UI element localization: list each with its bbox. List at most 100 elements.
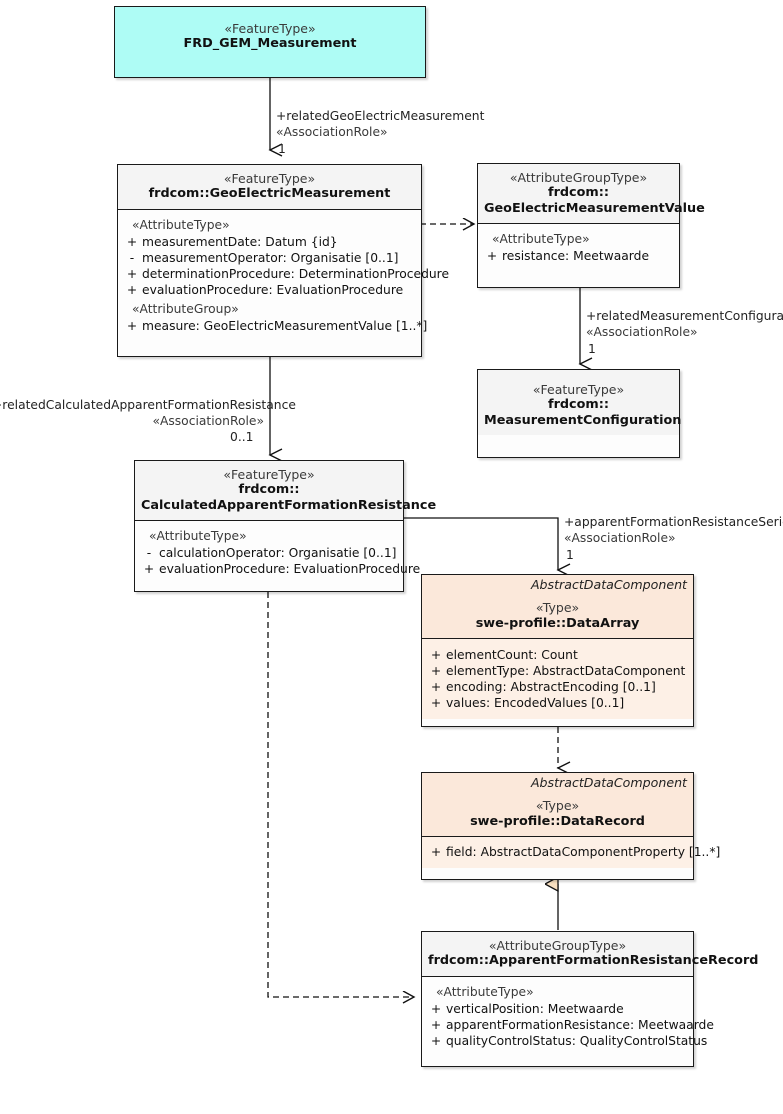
multiplicity-related-geo-electric-measurement: 1	[278, 142, 286, 156]
edge-label-related-measurement-configuration: +relatedMeasurementConfiguration «Associ…	[586, 308, 783, 340]
edge-label-related-geo-electric-measurement: +relatedGeoElectricMeasurement «Associat…	[276, 108, 484, 140]
class-frd-gem-measurement[interactable]: «FeatureType» FRD_GEM_Measurement	[114, 6, 426, 78]
visibility: +	[486, 249, 498, 264]
signature: apparentFormationResistance: Meetwaarde	[446, 1017, 714, 1032]
class-name-line1: frdcom::	[238, 482, 300, 498]
class-header: AbstractDataComponent «Type» swe-profile…	[422, 575, 693, 639]
class-measurement-configuration[interactable]: «FeatureType» frdcom:: MeasurementConfig…	[477, 369, 682, 458]
attribute-row: + measurementDate: Datum {id}	[122, 234, 417, 250]
visibility: +	[126, 266, 138, 281]
class-name-line1: frdcom::	[548, 397, 609, 413]
signature: determinationProcedure: DeterminationPro…	[142, 266, 450, 281]
class-geo-electric-measurement[interactable]: «FeatureType» frdcom::GeoElectricMeasure…	[117, 164, 449, 357]
attribute-group-label: «AttributeGroup»	[132, 301, 239, 316]
visibility: +	[430, 845, 442, 860]
attribute-row: + measure: GeoElectricMeasurementValue […	[122, 318, 428, 334]
class-stereotype: «Type»	[535, 798, 580, 814]
attribute-group-label: «AttributeType»	[132, 217, 230, 232]
visibility: -	[129, 250, 135, 265]
visibility: +	[143, 562, 155, 577]
multiplicity-related-calculated-apparent-formation-resistance: 0..1	[230, 430, 254, 444]
multiplicity-apparent-formation-resistance-series: 1	[566, 548, 574, 562]
visibility: +	[126, 318, 138, 333]
visibility: +	[430, 648, 442, 663]
attribute-row: + values: EncodedValues [0..1]	[426, 695, 689, 711]
association-stereotype: «AssociationRole»	[564, 531, 676, 546]
class-apparent-formation-resistance-record[interactable]: «AttributeGroupType» frdcom::ApparentFor…	[421, 931, 759, 1067]
class-header: «FeatureType» FRD_GEM_Measurement	[115, 7, 425, 59]
class-stereotype: «FeatureType»	[223, 467, 315, 482]
class-header: «FeatureType» frdcom:: CalculatedApparen…	[135, 461, 437, 521]
association-stereotype: «AssociationRole»	[276, 125, 388, 140]
edge-dependency-calculated-to-record	[267, 592, 414, 997]
class-data-array[interactable]: AbstractDataComponent «Type» swe-profile…	[421, 574, 694, 727]
edge-label-apparent-formation-resistance-series: +apparentFormationResistanceSeries «Asso…	[564, 514, 783, 546]
class-stereotype: «Type»	[535, 600, 580, 616]
signature: calculationOperator: Organisatie [0..1]	[159, 546, 397, 561]
association-stereotype: «AssociationRole»	[586, 325, 698, 340]
compartment-divider	[135, 520, 403, 522]
signature: encoding: AbstractEncoding [0..1]	[446, 680, 656, 695]
class-name: swe-profile::DataArray	[475, 615, 640, 631]
class-data-record[interactable]: AbstractDataComponent «Type» swe-profile…	[421, 772, 720, 880]
attribute-row: + evaluationProcedure: EvaluationProcedu…	[122, 282, 417, 298]
class-stereotype: «FeatureType»	[532, 382, 625, 397]
class-header: AbstractDataComponent «Type» swe-profile…	[422, 773, 693, 837]
signature: values: EncodedValues [0..1]	[446, 696, 625, 711]
visibility: +	[430, 696, 442, 711]
class-name-line2: GeoElectricMeasurementValue	[484, 200, 705, 216]
class-name-line2: CalculatedApparentFormationResistance	[141, 497, 437, 513]
signature: elementCount: Count	[446, 648, 578, 663]
compartment-divider	[422, 836, 693, 838]
class-stereotype: «FeatureType»	[224, 21, 316, 36]
association-role-name: +apparentFormationResistanceSeries	[564, 515, 783, 529]
attribute-group-label: «AttributeType»	[149, 529, 247, 544]
signature: measurementOperator: Organisatie [0..1]	[142, 250, 399, 265]
attribute-row: - measurementOperator: Organisatie [0..1…	[122, 250, 417, 266]
edge-label-related-calculated-apparent-formation-resistance: +relatedCalculatedApparentFormationResis…	[0, 397, 296, 429]
visibility: +	[430, 664, 442, 679]
visibility: +	[430, 1001, 442, 1016]
visibility: +	[126, 282, 138, 297]
class-stereotype: «AttributeGroupType»	[488, 938, 627, 953]
attribute-row: + determinationProcedure: DeterminationP…	[122, 266, 449, 282]
abstract-base-label: AbstractDataComponent	[530, 577, 687, 592]
visibility: +	[430, 1033, 442, 1048]
association-stereotype: «AssociationRole»	[152, 414, 264, 429]
attribute-row: + qualityControlStatus: QualityControlSt…	[426, 1033, 707, 1049]
multiplicity-related-measurement-configuration: 1	[588, 342, 596, 356]
attribute-row: + elementType: AbstractDataComponent	[426, 663, 689, 679]
abstract-base-label: AbstractDataComponent	[530, 775, 687, 790]
attribute-group-label: «AttributeType»	[436, 984, 534, 999]
signature: field: AbstractDataComponentProperty [1.…	[446, 845, 721, 860]
attribute-group-label: «AttributeType»	[492, 232, 590, 247]
attribute-row: + elementCount: Count	[426, 647, 689, 663]
attribute-compartment: + field: AbstractDataComponentProperty […	[422, 837, 720, 869]
visibility: +	[430, 1017, 442, 1032]
signature: qualityControlStatus: QualityControlStat…	[446, 1033, 708, 1048]
signature: measure: GeoElectricMeasurementValue [1.…	[142, 318, 428, 333]
compartment-divider	[118, 208, 421, 210]
signature: evaluationProcedure: EvaluationProcedure	[159, 562, 421, 577]
signature: resistance: Meetwaarde	[502, 249, 650, 264]
class-geo-electric-measurement-value[interactable]: «AttributeGroupType» frdcom:: GeoElectri…	[477, 163, 705, 288]
class-name-line2: MeasurementConfiguration	[484, 412, 682, 428]
compartment-divider	[478, 223, 679, 225]
attribute-row: + field: AbstractDataComponentProperty […	[426, 844, 720, 860]
class-name: frdcom::GeoElectricMeasurement	[148, 186, 391, 202]
signature: measurementDate: Datum {id}	[142, 234, 338, 249]
compartment-divider	[422, 638, 693, 640]
class-header: «FeatureType» frdcom:: MeasurementConfig…	[478, 370, 682, 436]
attribute-compartment: «AttributeType» + verticalPosition: Meet…	[422, 976, 714, 1057]
class-stereotype: «FeatureType»	[223, 171, 316, 186]
attribute-compartment: «AttributeType» + measurementDate: Datum…	[118, 209, 449, 342]
attribute-row: + verticalPosition: Meetwaarde	[426, 1001, 689, 1017]
compartment-divider	[422, 975, 693, 977]
class-header: «AttributeGroupType» frdcom::ApparentFor…	[422, 932, 759, 976]
attribute-row: + evaluationProcedure: EvaluationProcedu…	[139, 561, 420, 577]
attribute-row: + resistance: Meetwaarde	[482, 248, 675, 264]
class-name: frdcom::ApparentFormationResistanceRecor…	[428, 953, 759, 969]
class-calculated-apparent-formation-resistance[interactable]: «FeatureType» frdcom:: CalculatedApparen…	[134, 460, 437, 592]
visibility: +	[126, 234, 138, 249]
